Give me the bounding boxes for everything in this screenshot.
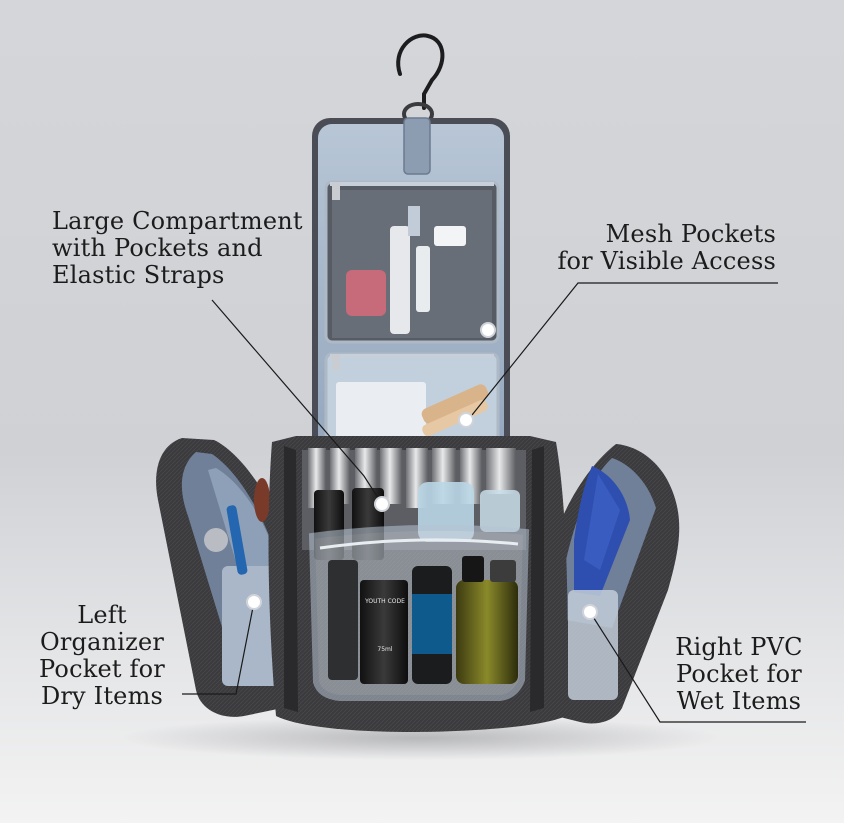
leader-lines	[182, 282, 806, 723]
bottle-brand-text: YOUTH CODE	[365, 598, 405, 605]
front-clear-pocket	[308, 524, 530, 701]
pointer-dot-icon	[246, 322, 598, 620]
callout-mesh-pockets: Mesh Pockets for Visible Access	[557, 220, 776, 275]
bottle-volume-text: 75ml	[377, 646, 393, 653]
floor-shadow	[120, 716, 720, 760]
right-side-pocket	[548, 444, 680, 724]
callout-left-organizer: Left Organizer Pocket for Dry Items	[39, 601, 165, 710]
bottle-label: YOUTH CODE 75ml	[362, 598, 408, 654]
callout-large-compartment: Large Compartment with Pockets and Elast…	[52, 207, 303, 289]
hanger-icon	[396, 33, 445, 126]
hanging-flap	[312, 117, 510, 466]
callout-right-pvc: Right PVC Pocket for Wet Items	[675, 633, 803, 715]
left-side-pocket	[156, 438, 292, 717]
